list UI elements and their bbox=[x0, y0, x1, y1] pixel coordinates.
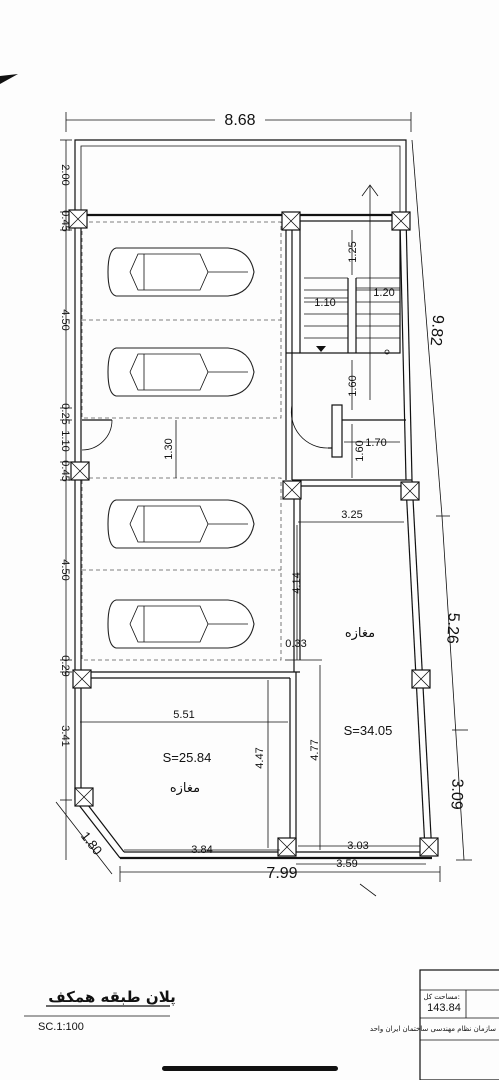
columns bbox=[68, 209, 439, 857]
column-icon bbox=[68, 209, 88, 229]
dim-left-2-00: 2.00 bbox=[59, 164, 71, 185]
plan-title: پلان طبقه همکف bbox=[48, 988, 175, 1007]
column-icon bbox=[70, 461, 90, 481]
org-text: سازمان نظام مهندسی ساختمان ایران واحد bbox=[370, 1025, 496, 1033]
column-icon bbox=[282, 480, 302, 500]
total-area-value: 143.84 bbox=[427, 1002, 461, 1014]
column-icon bbox=[281, 211, 301, 231]
dim-shop-4-47: 4.47 bbox=[254, 747, 266, 768]
dim-stair-1-10: 1.10 bbox=[314, 297, 335, 309]
car-icon bbox=[107, 247, 255, 297]
dim-left-0-29: 0.29 bbox=[59, 655, 71, 676]
dim-left-3-41: 3.41 bbox=[59, 725, 71, 746]
right-dimension-chain: 9.82 5.26 3.09 bbox=[411, 139, 472, 861]
dim-right-9-82: 9.82 bbox=[427, 314, 447, 347]
column-icon bbox=[391, 211, 411, 231]
dim-aisle-1-30: 1.30 bbox=[163, 438, 175, 459]
outer-walls bbox=[74, 213, 433, 860]
dim-shop-5-51: 5.51 bbox=[173, 709, 194, 721]
dim-bottom-7-99: 7.99 bbox=[266, 865, 297, 882]
dim-shop-4-14: 4.14 bbox=[291, 572, 303, 593]
dim-left-1-10: 1.10 bbox=[59, 430, 71, 451]
dim-stair-1-25: 1.25 bbox=[347, 241, 359, 262]
shop-left-area: S=25.84 bbox=[163, 750, 212, 765]
shop-right: 3.25 4.14 0.33 4.77 مغازه S=34.05 bbox=[285, 486, 404, 850]
dim-right-5-26: 5.26 bbox=[443, 612, 462, 644]
dim-left-0-45b: 0.45 bbox=[59, 460, 71, 481]
corridor: 1.60 1.70 1.60 bbox=[285, 221, 412, 487]
dim-stair-1-20: 1.20 bbox=[373, 287, 394, 299]
dim-shop-3-25: 3.25 bbox=[341, 509, 362, 521]
title-block: مساحت کل: 143.84 سازمان نظام مهندسی ساخت… bbox=[370, 969, 499, 1080]
dim-right-3-09: 3.09 bbox=[447, 778, 465, 810]
shop-right-label: مغازه bbox=[345, 626, 375, 641]
dim-left-0-45a: 0.45 bbox=[59, 210, 71, 231]
shop-left-label: مغازه bbox=[170, 781, 200, 796]
home-indicator[interactable] bbox=[162, 1066, 338, 1071]
stair-core: 1.25 1.10 1.20 bbox=[299, 184, 401, 400]
shop-right-area: S=34.05 bbox=[344, 723, 393, 738]
column-icon bbox=[72, 669, 92, 689]
left-dimension-chain: 2.00 0.45 4.50 0.25 1.10 0.45 4.50 0.29 … bbox=[59, 139, 72, 860]
dim-shop-4-77: 4.77 bbox=[309, 739, 321, 760]
column-icon bbox=[74, 787, 94, 807]
door-swing-icon bbox=[81, 419, 113, 451]
dim-left-4-50a: 4.50 bbox=[59, 309, 71, 330]
top-dimension: 8.68 bbox=[65, 110, 412, 132]
plan-scale: SC.1:100 bbox=[38, 1021, 84, 1033]
shop-left: 5.51 4.47 S=25.84 مغازه bbox=[80, 671, 300, 852]
car-icon bbox=[107, 599, 255, 649]
column-icon bbox=[277, 837, 297, 857]
front-yard bbox=[74, 139, 407, 215]
dim-stair-1-60b: 1.60 bbox=[354, 440, 366, 461]
dim-stair-1-70: 1.70 bbox=[365, 437, 386, 449]
car-icon bbox=[107, 499, 255, 549]
dim-bottom-3-03: 3.03 bbox=[347, 840, 368, 852]
dim-top-width: 8.68 bbox=[224, 112, 255, 129]
dim-left-0-25: 0.25 bbox=[59, 403, 71, 424]
column-icon bbox=[411, 669, 431, 689]
dim-bottom-3-84: 3.84 bbox=[191, 844, 212, 856]
dim-bottom-3-59: 3.59 bbox=[336, 858, 357, 870]
total-area-label: مساحت کل: bbox=[423, 993, 460, 1001]
dim-shop-0-33: 0.33 bbox=[285, 638, 306, 650]
car-icon bbox=[107, 347, 255, 397]
column-icon bbox=[400, 481, 420, 501]
dim-stair-1-60a: 1.60 bbox=[347, 375, 359, 396]
plan-footer: پلان طبقه همکف SC.1:100 bbox=[24, 988, 176, 1033]
column-icon bbox=[419, 837, 439, 857]
parking-area: 1.30 bbox=[81, 221, 282, 661]
dim-left-4-50b: 4.50 bbox=[59, 559, 71, 580]
north-arrow-icon bbox=[0, 74, 18, 84]
